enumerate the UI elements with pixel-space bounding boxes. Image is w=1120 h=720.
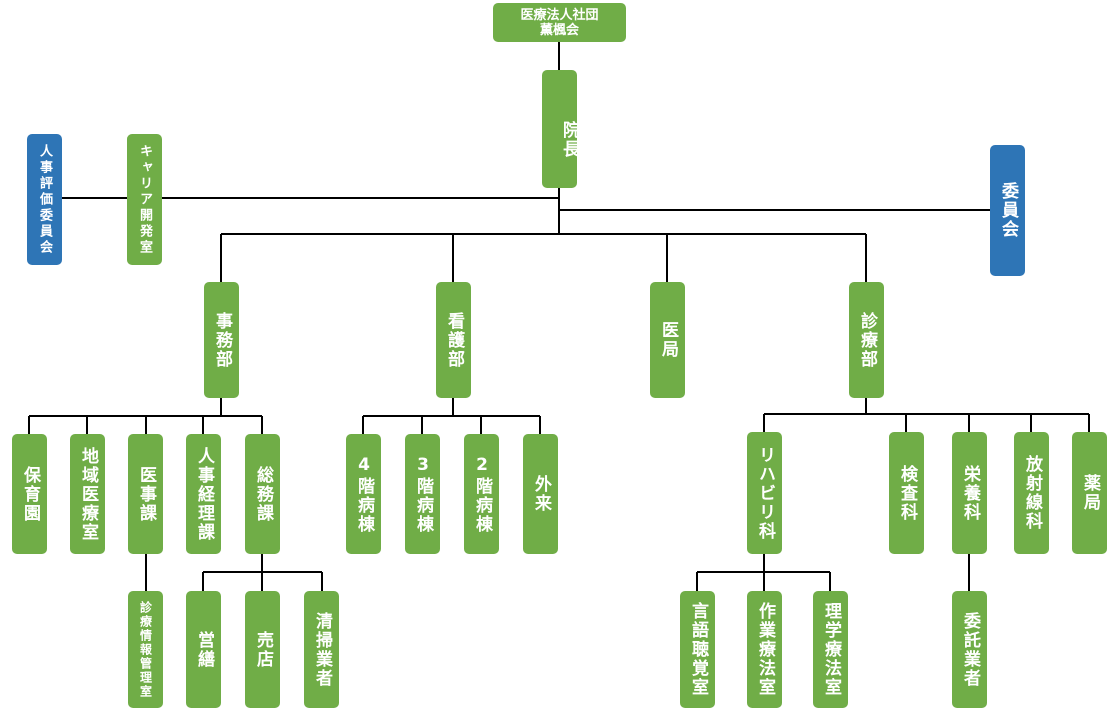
ward-4f-label: 4階病棟: [354, 454, 374, 534]
ward-2f-box: 2階病棟: [464, 434, 499, 554]
ward-4f-box: 4階病棟: [346, 434, 381, 554]
nursing-department-label: 看護部: [444, 311, 464, 369]
director-box: 院長: [542, 70, 579, 188]
pharmacy-box: 薬局: [1072, 432, 1107, 554]
nursery-box: 保育園: [12, 434, 47, 554]
shop-label: 売店: [253, 630, 273, 669]
director-label: 院長: [559, 121, 579, 159]
nutrition-contractor-box: 委託業者: [952, 591, 987, 708]
occupational-therapy-box: 作業療法室: [747, 591, 782, 708]
nutrition-contractor-label: 委託業者: [960, 611, 980, 688]
physical-therapy-box: 理学療法室: [813, 591, 848, 708]
clinical-department-label: 診療部: [857, 311, 877, 369]
corporation-box: 医療法人社団 薫楓会: [493, 3, 626, 42]
general-affairs-box: 総務課: [245, 434, 280, 554]
laboratory-label: 検査科: [897, 464, 917, 522]
nursery-label: 保育園: [20, 465, 40, 523]
hr-accounting-box: 人事経理課: [186, 434, 221, 554]
maintenance-box: 営繕: [186, 591, 221, 708]
clinical-department-box: 診療部: [849, 282, 884, 398]
ward-3f-label: 3階病棟: [413, 454, 433, 534]
medical-affairs-label: 医事課: [136, 465, 156, 523]
medical-affairs-box: 医事課: [128, 434, 163, 554]
physical-therapy-label: 理学療法室: [821, 602, 841, 697]
occupational-therapy-label: 作業療法室: [755, 602, 775, 697]
career-development-box: キャリア開発室: [127, 134, 162, 265]
maintenance-label: 営繕: [194, 630, 214, 669]
radiology-box: 放射線科: [1014, 432, 1049, 554]
corporation-name-line1: 医療法人社団: [520, 7, 599, 23]
pharmacy-label: 薬局: [1080, 474, 1100, 512]
medical-info-management-label: 診療情報管理室: [138, 600, 153, 699]
speech-therapy-label: 言語聴覚室: [688, 602, 708, 697]
medical-info-management-box: 診療情報管理室: [128, 591, 163, 708]
hr-evaluation-committee-label: 人事評価委員会: [37, 143, 52, 256]
committee-box: 委員会: [990, 145, 1025, 276]
ward-3f-box: 3階病棟: [405, 434, 440, 554]
cleaning-contractor-label: 清掃業者: [312, 611, 332, 688]
career-development-label: キャリア開発室: [137, 143, 152, 256]
rehabilitation-label: リハビリ科: [755, 445, 775, 541]
medical-office-box: 医局: [650, 282, 685, 398]
laboratory-box: 検査科: [889, 432, 924, 554]
outpatient-label: 外来: [531, 475, 551, 513]
speech-therapy-box: 言語聴覚室: [680, 591, 715, 708]
admin-department-label: 事務部: [212, 311, 232, 369]
medical-office-label: 医局: [658, 321, 678, 359]
cleaning-contractor-box: 清掃業者: [304, 591, 339, 708]
outpatient-box: 外来: [523, 434, 558, 554]
rehabilitation-box: リハビリ科: [747, 432, 782, 554]
nutrition-label: 栄養科: [960, 464, 980, 522]
radiology-label: 放射線科: [1022, 455, 1042, 531]
nutrition-box: 栄養科: [952, 432, 987, 554]
hr-accounting-label: 人事経理課: [194, 446, 214, 542]
committee-label: 委員会: [998, 182, 1018, 239]
nursing-department-box: 看護部: [436, 282, 471, 398]
community-medical-label: 地域医療室: [78, 446, 98, 542]
community-medical-box: 地域医療室: [70, 434, 105, 554]
general-affairs-label: 総務課: [253, 465, 273, 523]
corporation-name-line2: 薫楓会: [539, 22, 579, 38]
admin-department-box: 事務部: [204, 282, 239, 398]
shop-box: 売店: [245, 591, 280, 708]
hr-evaluation-committee-box: 人事評価委員会: [27, 134, 62, 265]
ward-2f-label: 2階病棟: [472, 454, 492, 534]
